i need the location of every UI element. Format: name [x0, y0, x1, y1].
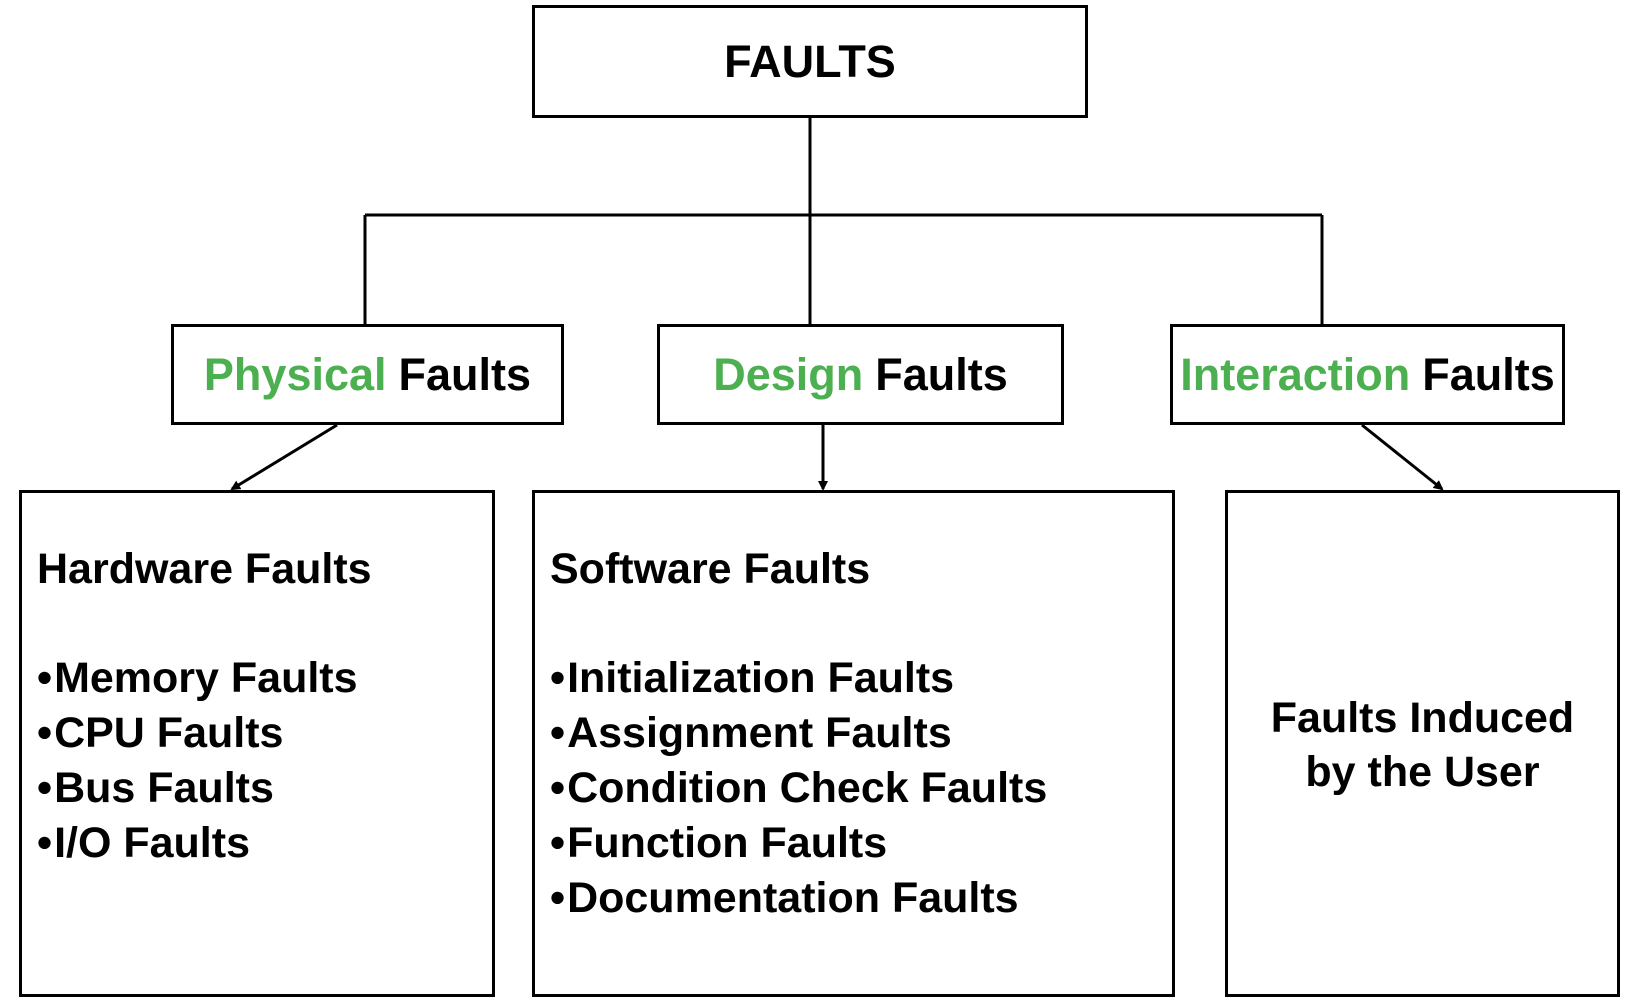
list-item: •Condition Check Faults [550, 764, 1048, 812]
physical-accent-label: Physical [203, 348, 387, 400]
hardware-faults-title: Hardware Faults [37, 545, 372, 593]
list-item: •Function Faults [550, 819, 888, 867]
design-faults-label: Faults [875, 348, 1008, 400]
list-item: •CPU Faults [37, 709, 284, 757]
software-faults-box: Software Faults •Initialization Faults •… [532, 490, 1175, 997]
interaction-arrow [1361, 423, 1444, 491]
physical-faults-label: Faults [398, 348, 532, 400]
software-faults-title: Software Faults [550, 545, 871, 593]
physical-arrow [230, 423, 338, 491]
user-faults-line-1: Faults Induced [1270, 694, 1575, 742]
list-item: •I/O Faults [37, 819, 250, 867]
list-item: •Initialization Faults [550, 654, 955, 702]
faults-root-label: FAULTS [724, 35, 896, 87]
user-faults-text: Faults Induced by the User [1228, 691, 1617, 799]
design-accent-label: Design [713, 348, 864, 400]
list-item: •Assignment Faults [550, 709, 952, 757]
list-item: •Memory Faults [37, 654, 358, 702]
interaction-faults-label: Faults [1422, 348, 1555, 400]
user-faults-box: Faults Induced by the User [1225, 490, 1620, 997]
list-item: •Documentation Faults [550, 874, 1019, 922]
hardware-faults-box: Hardware Faults •Memory Faults •CPU Faul… [19, 490, 495, 997]
software-faults-list: •Initialization Faults •Assignment Fault… [550, 651, 1047, 926]
interaction-accent-label: Interaction [1180, 348, 1411, 400]
user-faults-line-2: by the User [1305, 748, 1540, 796]
hardware-faults-list: •Memory Faults •CPU Faults •Bus Faults •… [37, 651, 358, 871]
faults-root-node: FAULTS [532, 5, 1088, 118]
list-item: •Bus Faults [37, 764, 274, 812]
